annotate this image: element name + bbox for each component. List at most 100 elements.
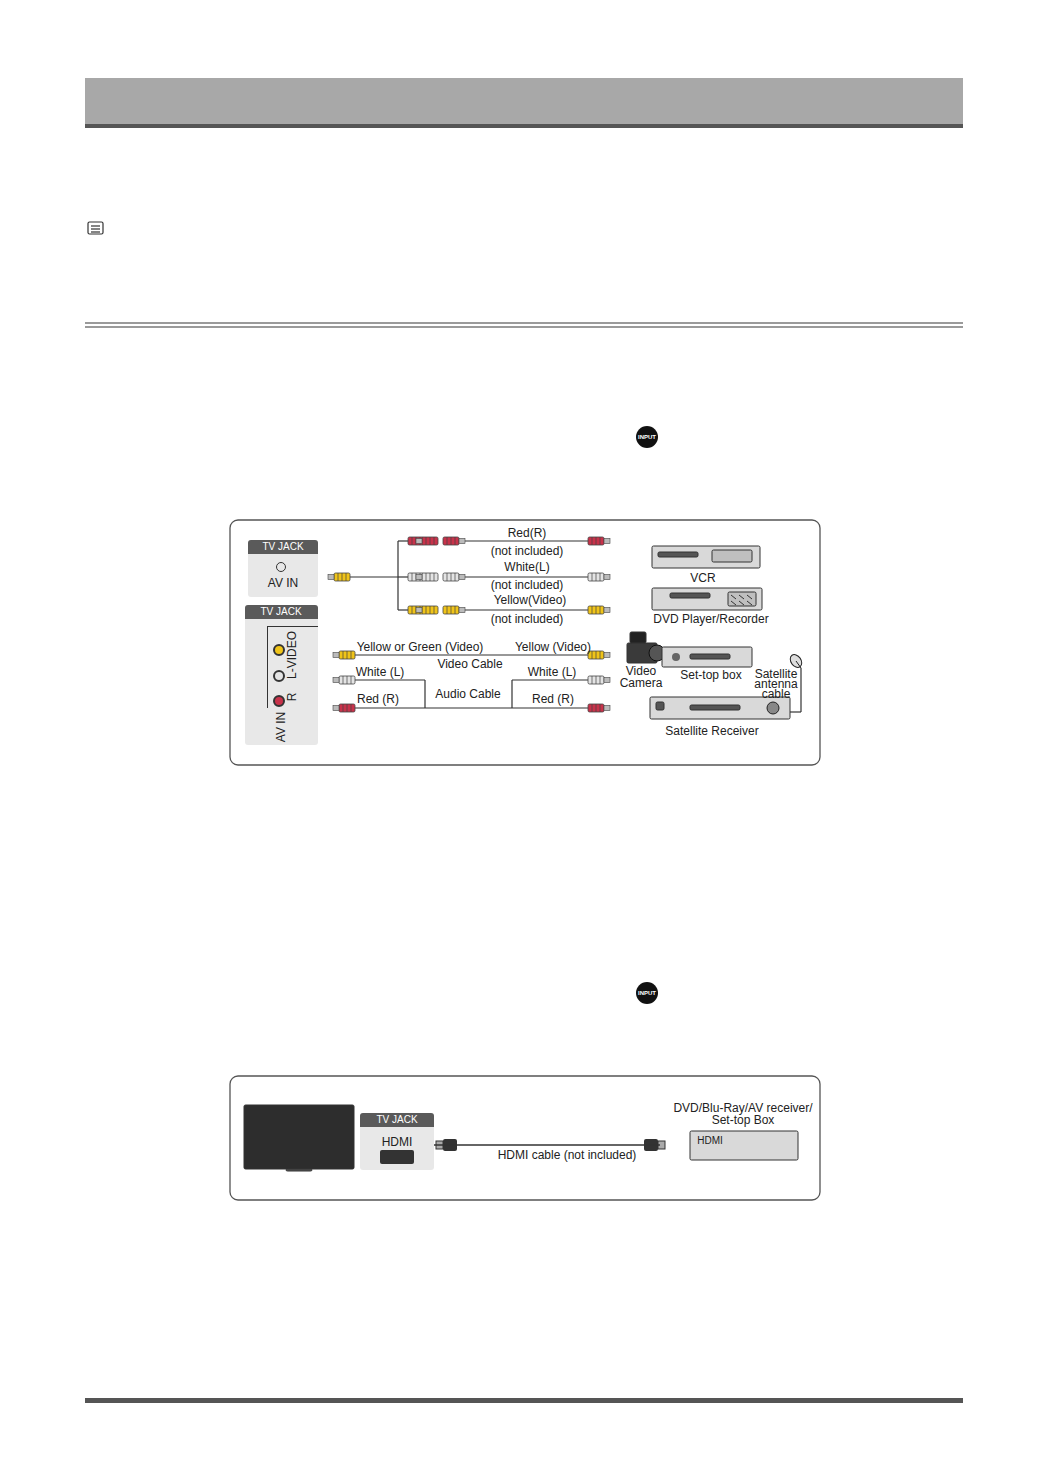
rca-plug (443, 606, 465, 614)
cable-label: (not included) (491, 545, 564, 557)
rca-plug (588, 704, 610, 712)
devices (244, 546, 804, 1171)
receiver-knob (767, 702, 779, 714)
rca-plug (588, 606, 610, 614)
dvd-panel (728, 592, 756, 606)
node-label: HDMI (697, 1135, 723, 1147)
tv-stand (286, 1169, 312, 1171)
device-node: Satellite Receiver (646, 694, 794, 739)
vcr-panel (712, 550, 752, 562)
receiver-picture (650, 697, 790, 719)
node-label: AV IN (268, 577, 298, 589)
node-label: R (286, 693, 298, 702)
vcr-picture (652, 546, 760, 568)
input-button-icon (636, 426, 658, 448)
device-node: DVD Player/Recorder (646, 586, 776, 626)
node-label: DVD Player/Recorder (653, 613, 768, 625)
dish-mount (796, 661, 801, 668)
node-label: Set-top box (680, 669, 741, 681)
rca-plug (328, 573, 350, 581)
cable-label: Yellow(Video) (494, 594, 567, 606)
settop-picture (662, 647, 752, 667)
input-button-icon (636, 982, 658, 1004)
cable-label: White (L) (528, 666, 577, 678)
settop-slot (690, 654, 730, 659)
cable-label: Red(R) (508, 527, 547, 539)
cable-line (512, 707, 590, 708)
plugs (328, 537, 610, 712)
cable-line (350, 576, 398, 577)
node-label: DVD/Blu-Ray/AV receiver/ Set-top Box (663, 1102, 823, 1126)
cable-label: Yellow (Video) (515, 641, 591, 653)
cable-label: Yellow or Green (Video) (357, 641, 484, 653)
rca-plug (443, 573, 465, 581)
camera-viewfinder (630, 632, 646, 643)
panel-heading: TV JACK (262, 542, 303, 552)
rca-plug (588, 537, 610, 545)
cable-label: White(L) (504, 561, 549, 573)
cable-line (465, 540, 590, 541)
rca-plug (588, 676, 610, 684)
rca-jack (273, 695, 285, 707)
cable-line (465, 576, 590, 577)
rca-jack (273, 670, 285, 682)
cable-line (398, 540, 408, 541)
tv-jack-panel: TV JACK AV IN (248, 540, 318, 597)
device-node: VCR (648, 543, 764, 585)
button-label: INPUT (638, 434, 656, 440)
node-label: Video Camera (618, 665, 664, 689)
cable-line (425, 707, 512, 708)
node-label: VCR (690, 572, 715, 584)
cable-label: Audio Cable (435, 688, 500, 700)
device-node: Video Camera (614, 628, 668, 688)
diagram-frame (230, 1076, 820, 1200)
rca-plug (416, 606, 438, 614)
diagram-frame (230, 520, 820, 765)
note-icon (88, 222, 103, 234)
dvd-button (731, 595, 736, 599)
cable-line (512, 679, 590, 680)
cables (350, 541, 801, 712)
node-label: HDMI (382, 1136, 413, 1148)
cable-line (790, 711, 801, 712)
dvd-button (731, 601, 736, 605)
node-label: Satellite Receiver (665, 725, 758, 737)
cable-line (398, 576, 408, 577)
av-jack (276, 562, 286, 572)
panel-heading: TV JACK (376, 1115, 417, 1125)
header-bar (85, 78, 963, 125)
cable-label: Video Cable (437, 658, 502, 670)
tv-jack-panel: TV JACKAV INL-VIDEOR (245, 605, 318, 745)
hdmi-cable (434, 1144, 660, 1145)
receiver-button (656, 702, 664, 710)
section-rule (85, 326, 963, 328)
dvd-tray (670, 593, 710, 598)
rca-jack (273, 644, 285, 656)
header-rule (85, 124, 963, 128)
rca-plug (588, 573, 610, 581)
cable-label: White (L) (356, 666, 405, 678)
rca-plug (588, 651, 610, 659)
settop-knob (672, 653, 680, 661)
satellite-dish (788, 652, 804, 669)
cable-line (398, 609, 408, 610)
dvd-button (747, 601, 752, 605)
device-node: DVD/Blu-Ray/AV receiver/ Set-top BoxHDMI (660, 1100, 826, 1164)
node-label: AV IN (275, 712, 287, 742)
cable-line (511, 680, 512, 708)
dvd-picture (652, 588, 762, 610)
dvd-button (747, 595, 752, 599)
panel-heading: TV JACK (260, 607, 301, 617)
hdmi-port (380, 1150, 414, 1164)
cable-label: HDMI cable (not included) (496, 1149, 639, 1161)
cable-line (424, 680, 425, 708)
device-node: Set-top box (660, 643, 760, 681)
rca-plug (333, 651, 355, 659)
tv-picture (244, 1105, 354, 1169)
dvd-button (739, 595, 744, 599)
hdmi-device-picture (690, 1131, 798, 1160)
cable-label: (not included) (491, 579, 564, 591)
